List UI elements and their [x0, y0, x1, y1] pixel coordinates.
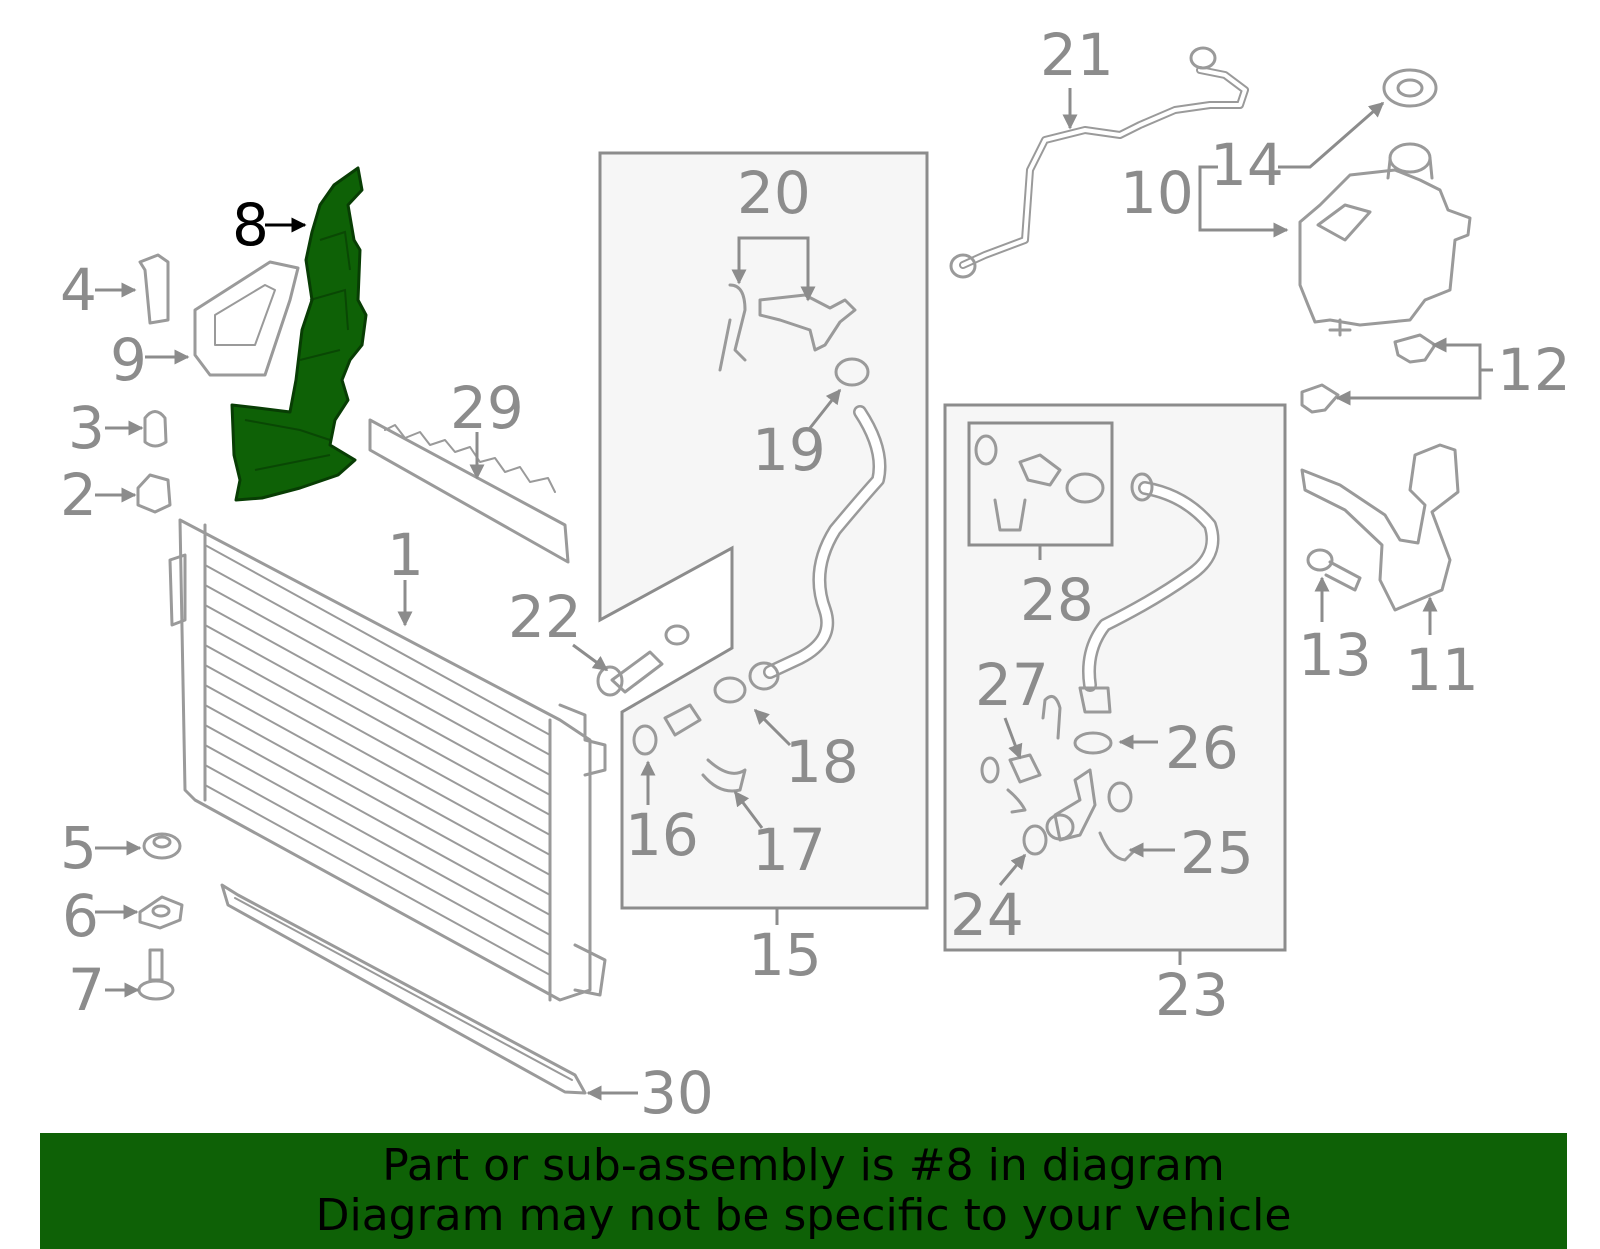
leader-27 [1003, 717, 1023, 760]
callout-27[interactable]: 27 [975, 651, 1049, 719]
callout-24[interactable]: 24 [950, 881, 1024, 949]
bushing-6-part [138, 895, 184, 930]
leader-24 [998, 853, 1027, 886]
callout-17[interactable]: 17 [752, 816, 826, 884]
callout-28[interactable]: 28 [1020, 566, 1094, 634]
callout-25[interactable]: 25 [1180, 819, 1254, 887]
hose-assembly-15-parts [596, 283, 887, 793]
expansion-tank-part [1298, 142, 1472, 337]
leader-18 [753, 708, 792, 747]
callout-15[interactable]: 15 [748, 921, 822, 989]
diagram-canvas: 8 4 9 3 2 1 5 6 7 29 30 22 20 19 18 16 1… [60, 21, 1571, 1127]
callout-4[interactable]: 4 [60, 256, 97, 324]
callout-12[interactable]: 12 [1497, 336, 1571, 404]
leader-12 [1340, 343, 1493, 400]
callout-22[interactable]: 22 [508, 583, 582, 651]
callout-9[interactable]: 9 [110, 326, 147, 394]
leader-14 [1278, 101, 1385, 169]
callout-30[interactable]: 30 [640, 1059, 714, 1127]
bolt-7-part [137, 948, 175, 1001]
lower-deflector-part [220, 883, 587, 1095]
info-banner: Part or sub-assembly is #8 in diagram Di… [40, 1133, 1567, 1249]
callout-5[interactable]: 5 [60, 814, 97, 882]
callout-2[interactable]: 2 [60, 461, 97, 529]
callout-3[interactable]: 3 [68, 394, 105, 462]
bushing-5-part [142, 832, 182, 860]
assembly-15-box [598, 151, 929, 910]
radiator-part [168, 518, 607, 1002]
callout-20[interactable]: 20 [737, 159, 811, 227]
bracket-11-part [1300, 443, 1460, 612]
mount-2-part [136, 473, 172, 514]
tank-hose-21-part [949, 46, 1249, 279]
callout-18[interactable]: 18 [785, 728, 859, 796]
callout-6[interactable]: 6 [62, 882, 99, 950]
callout-7[interactable]: 7 [68, 956, 105, 1024]
banner-line-disclaimer: Diagram may not be specific to your vehi… [315, 1190, 1292, 1241]
callout-10[interactable]: 10 [1120, 159, 1194, 227]
callout-19[interactable]: 19 [752, 416, 826, 484]
callout-1[interactable]: 1 [387, 521, 424, 589]
callout-23[interactable]: 23 [1155, 961, 1229, 1029]
callout-13[interactable]: 13 [1298, 621, 1372, 689]
hose-assembly-23-parts [974, 434, 1220, 862]
callout-16[interactable]: 16 [625, 801, 699, 869]
leader-20 [737, 236, 810, 280]
clip-4-part [138, 253, 170, 325]
leader-17 [733, 790, 764, 829]
leader-19 [808, 388, 842, 429]
upper-bracket-part [368, 418, 570, 564]
tank-cap-14-part [1382, 68, 1438, 108]
callout-14[interactable]: 14 [1210, 131, 1284, 199]
banner-line-part-number: Part or sub-assembly is #8 in diagram [382, 1140, 1225, 1191]
callout-8[interactable]: 8 [232, 191, 269, 259]
grommet-3-part [143, 410, 168, 448]
callout-29[interactable]: 29 [450, 374, 524, 442]
bolt-13-part [1306, 548, 1362, 592]
callout-26[interactable]: 26 [1165, 714, 1239, 782]
clip-12-parts [1300, 333, 1437, 414]
callout-11[interactable]: 11 [1405, 636, 1479, 704]
callout-21[interactable]: 21 [1040, 21, 1114, 89]
air-guide-9-part [193, 260, 300, 377]
leader-22 [572, 643, 609, 672]
